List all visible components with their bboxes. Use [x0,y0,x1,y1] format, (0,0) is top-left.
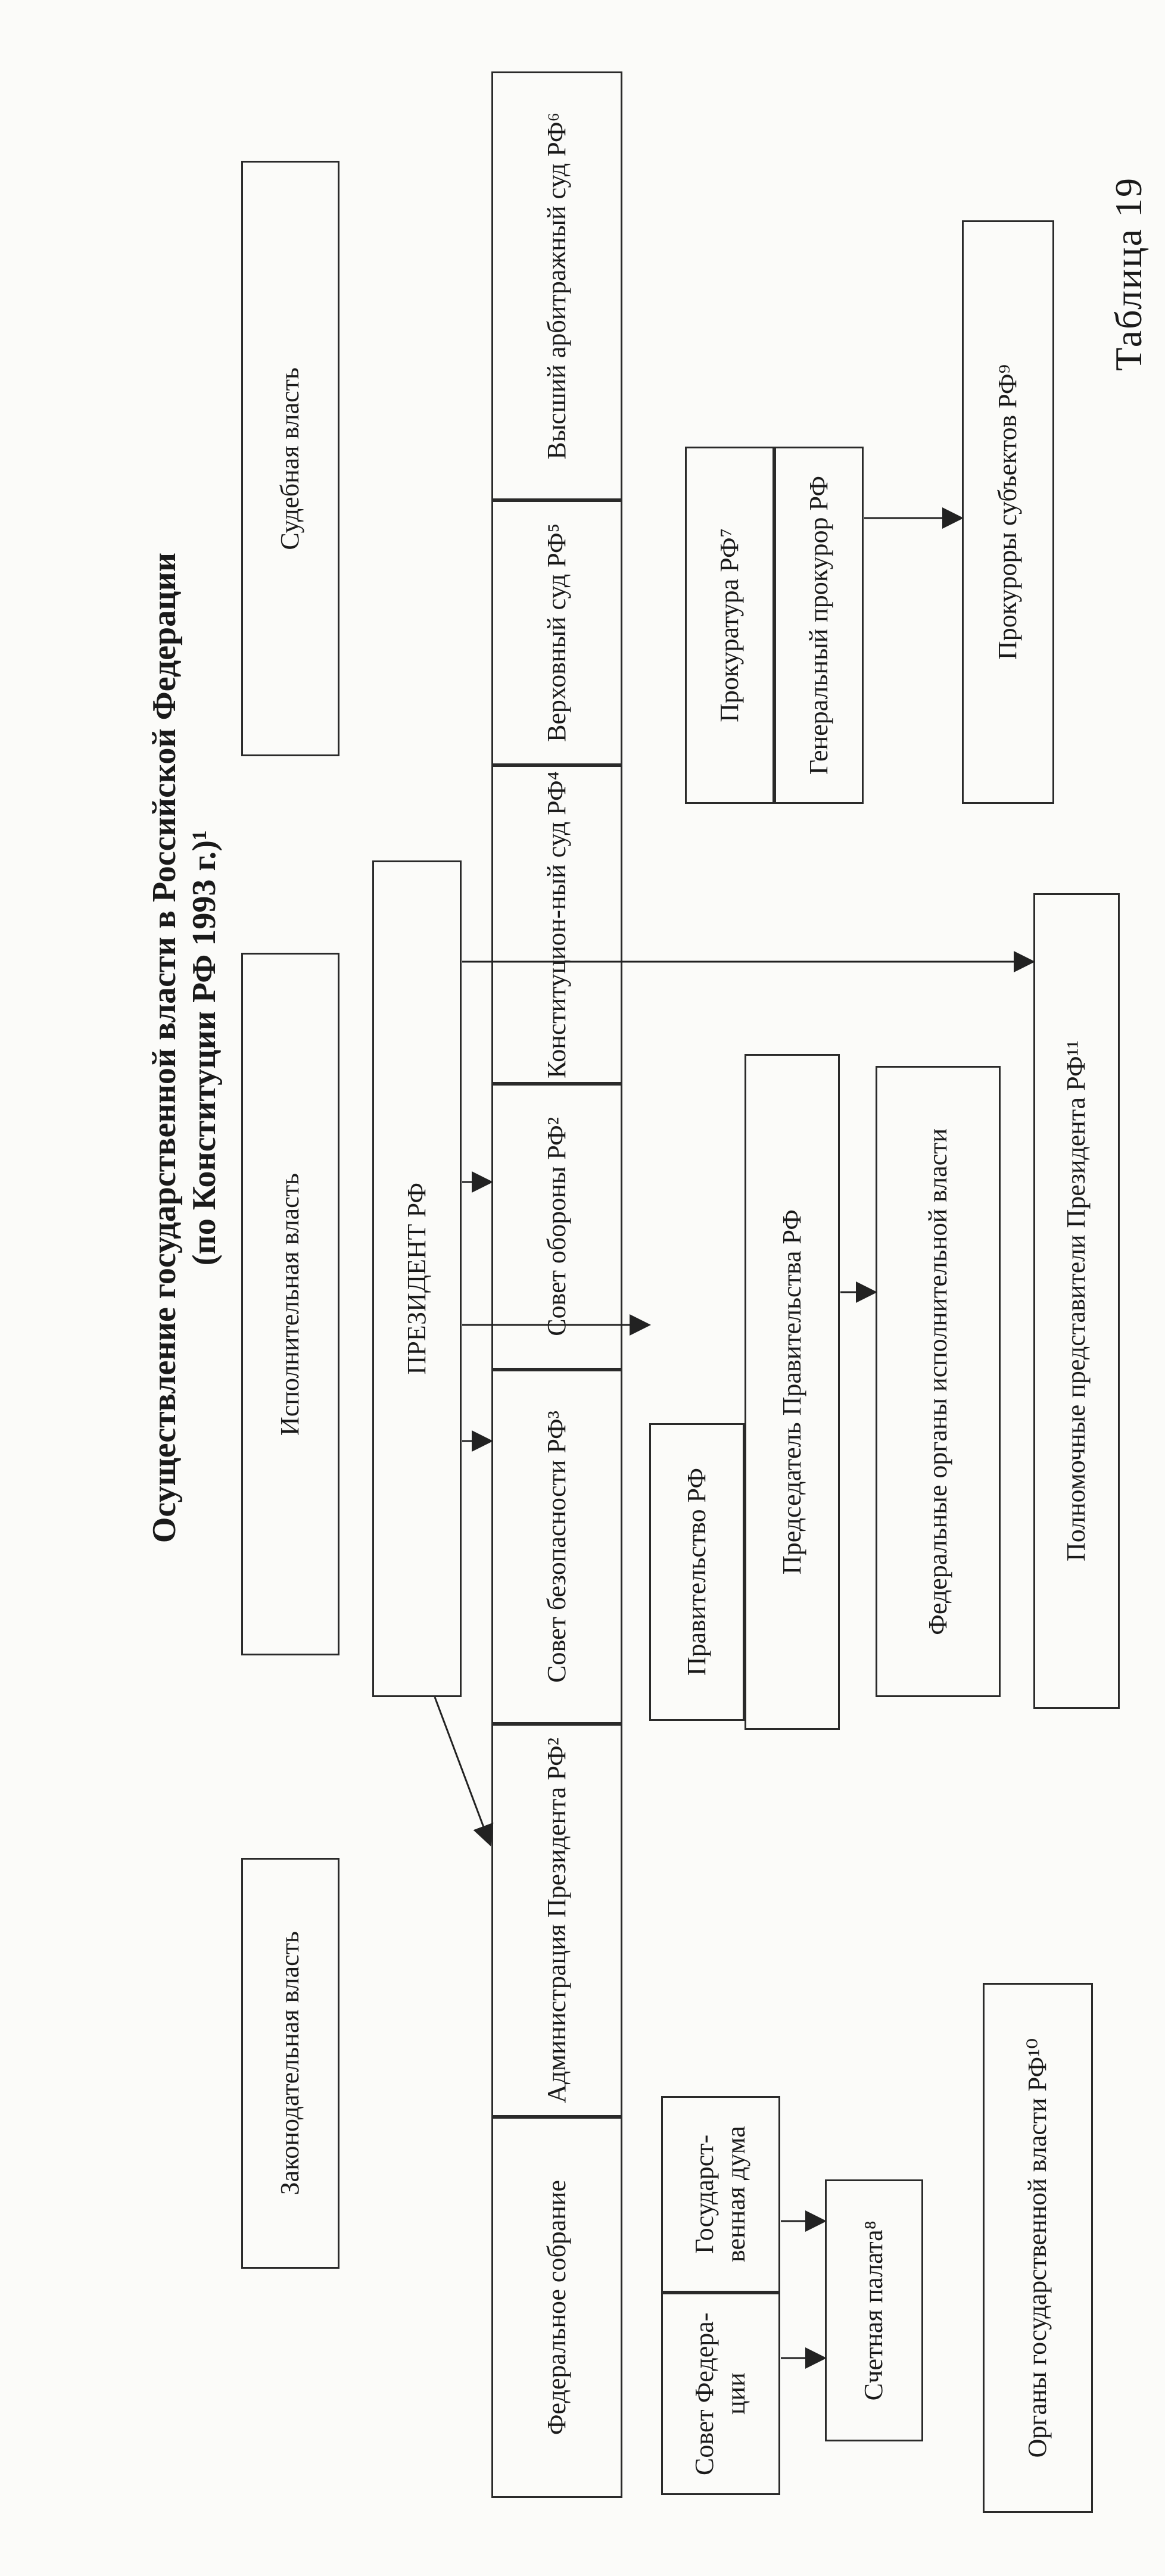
president-box: ПРЕЗИДЕНТ РФ [372,860,462,1697]
prosecutor-office-box: Прокуратура РФ⁷ [685,447,774,804]
supreme-court-box: Верховный суд РФ⁵ [491,500,622,765]
government-box: Правительство РФ [649,1423,745,1721]
administration-box: Администрация Президента РФ² [491,1724,622,2117]
accounts-chamber-box: Счетная палата⁸ [825,2179,923,2441]
constitutional-court-box: Конституцион-ный суд РФ⁴ [491,765,622,1084]
state-duma-box: Государст-венная дума [661,2096,780,2293]
regional-prosecutors-box: Прокуроры субъектов РФ⁹ [962,220,1054,804]
regional-authorities-box: Органы государственной власти РФ¹⁰ [983,1983,1093,2513]
federal-executive-bodies-box: Федеральные органы исполнительной власти [876,1066,1001,1697]
federation-council-box: Совет Федера-ции [661,2293,780,2495]
arrow-president-administration [434,1696,494,1847]
legislative-branch-box: Законодательная власть [241,1858,339,2269]
prosecutor-general-box: Генеральный прокурор РФ [774,447,864,804]
federal-assembly-box: Федеральное собрание [491,2117,622,2498]
arbitration-court-box: Высший арбитражный суд РФ⁶ [491,71,622,500]
presidential-envoys-box: Полномочные представители Президента РФ¹… [1033,893,1120,1709]
government-chairman-box: Председатель Правительства РФ [745,1054,840,1730]
executive-branch-box: Исполнительная власть [241,953,339,1655]
judicial-branch-box: Судебная власть [241,161,339,756]
defense-council-box: Совет обороны РФ² [491,1084,622,1370]
security-council-box: Совет безопасности РФ³ [491,1370,622,1724]
